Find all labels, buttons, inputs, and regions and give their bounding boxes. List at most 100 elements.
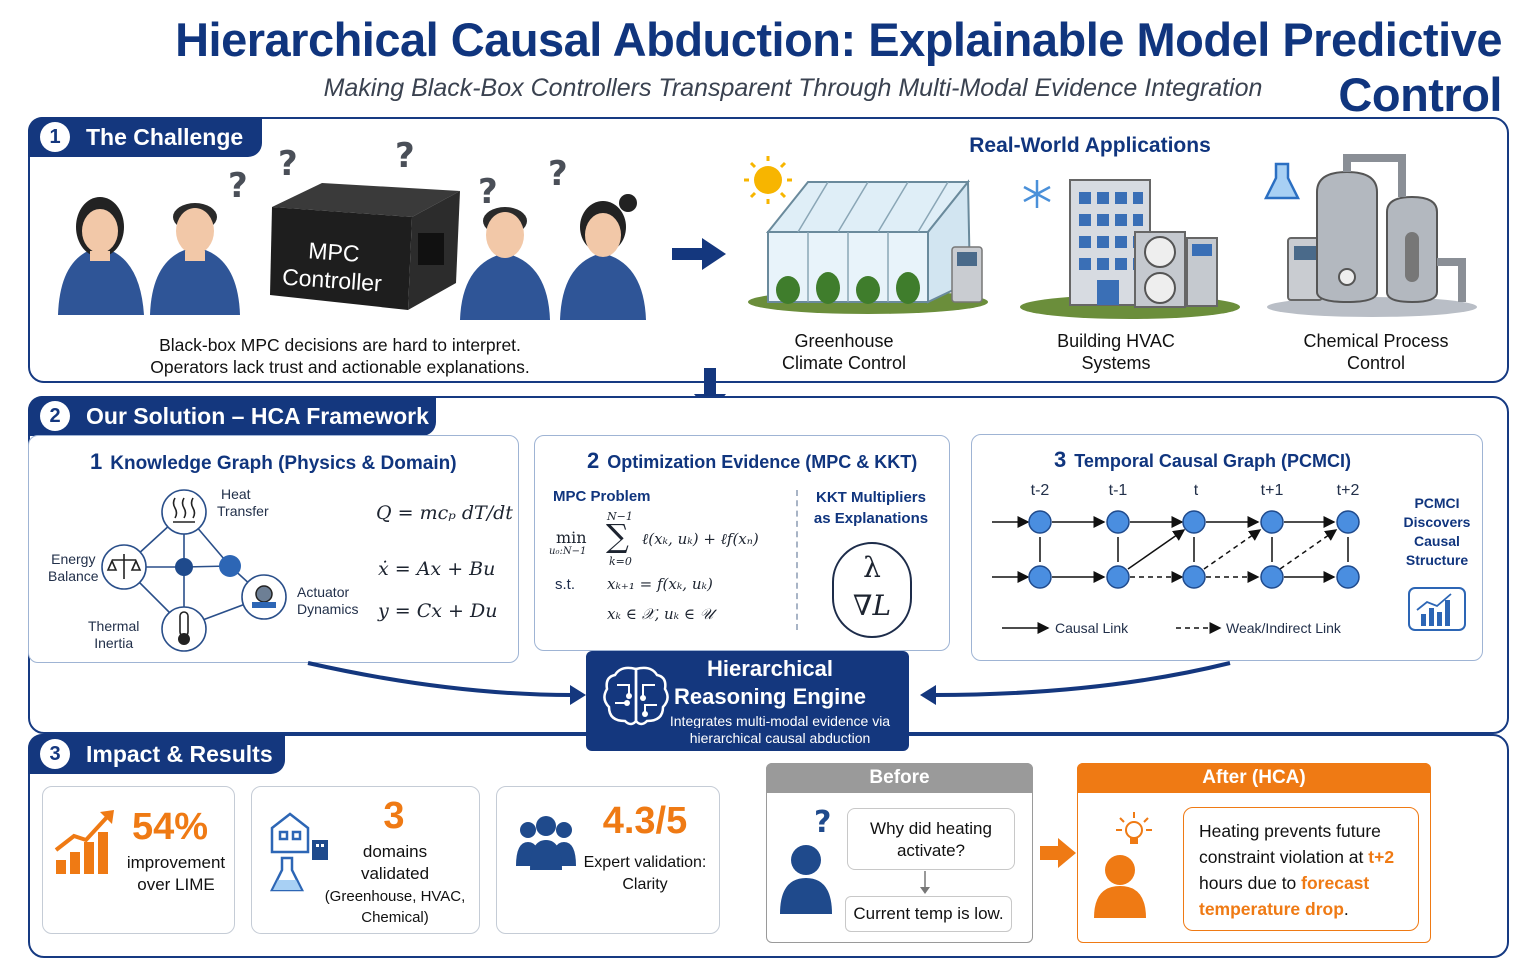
before-answer-box: Current temp is low. xyxy=(845,896,1012,932)
app-greenhouse: Greenhouse Climate Control xyxy=(754,330,934,374)
tcg-time-t-1: t-1 xyxy=(1108,482,1128,499)
challenge-tab: 1 The Challenge xyxy=(28,117,262,157)
legend-weak-link: Weak/Indirect Link xyxy=(1226,620,1341,636)
kg-node-thermal-inertia: Thermal Inertia xyxy=(88,618,139,652)
temporal-causal-graph xyxy=(992,510,1360,634)
pcmci-side-line-1: PCMCI xyxy=(1414,495,1460,511)
section-number: 1 xyxy=(40,122,70,152)
after-line-1: Heating prevents future xyxy=(1199,821,1381,841)
kg-node-energy-line-2: Balance xyxy=(48,568,99,584)
challenge-caption-line-2: Operators lack trust and actionable expl… xyxy=(150,357,530,377)
kg-number: 1 xyxy=(90,449,103,474)
kg-equation-output: y = Cx + Du xyxy=(378,600,498,622)
person-lightbulb-icon xyxy=(1094,812,1152,918)
tcg-number: 3 xyxy=(1054,447,1067,472)
mpc-sum-bottom: k=0 xyxy=(609,555,632,568)
confused-operators-illustration: ? ? ? ? ? xyxy=(58,136,646,320)
kg-equation-state: ẋ = Ax + Bu xyxy=(378,558,496,580)
tcg-heading: 3 Temporal Causal Graph (PCMCI) xyxy=(1054,447,1351,473)
metric-domains-line-1: domains xyxy=(362,842,428,861)
users-group-icon xyxy=(516,816,576,870)
metric-text-domains: domains validated xyxy=(325,841,465,885)
kg-equation-heat: Q = mcₚ dT/dt xyxy=(376,502,513,524)
app-greenhouse-line-1: Greenhouse xyxy=(794,331,894,351)
after-line-4a: temperature drop xyxy=(1199,899,1344,919)
operator-man-1 xyxy=(150,203,240,315)
engine-title: Hierarchical Reasoning Engine xyxy=(660,655,880,711)
mpc-sum-top: N−1 xyxy=(607,510,633,523)
mpc-black-box xyxy=(270,183,460,310)
arrow-right-orange-icon xyxy=(1040,838,1076,868)
after-explanation-bubble: Heating prevents future constraint viola… xyxy=(1183,807,1419,931)
mpc-min-subscript: u₀:N−1 xyxy=(549,546,587,557)
kg-node-heat-transfer: Heat Transfer xyxy=(217,486,269,520)
page-title: Hierarchical Causal Abduction: Explainab… xyxy=(175,13,1502,121)
optimization-divider xyxy=(796,490,798,630)
metric-domains-line-4: Chemical) xyxy=(361,909,429,926)
before-question-bubble: Why did heating activate? xyxy=(847,808,1015,870)
engine-description-overlap: hierarchical causal abduction xyxy=(689,730,871,746)
arrow-down-small-icon xyxy=(920,871,930,894)
tcg-title: Temporal Causal Graph (PCMCI) xyxy=(1074,451,1351,471)
section-number: 3 xyxy=(40,739,70,769)
mpc-objective: ℓ(xₖ, uₖ) + ℓf(xₙ) xyxy=(642,530,759,548)
after-line-2b: t+2 xyxy=(1368,847,1395,867)
svg-text:?: ? xyxy=(228,166,248,206)
kg-node-energy-balance: Energy Balance xyxy=(48,551,99,585)
kg-node-actuator-line-1: Actuator xyxy=(297,584,350,600)
reasoning-engine-box-overlap xyxy=(586,728,909,751)
opt-number: 2 xyxy=(587,448,600,473)
solution-tab: 2 Our Solution – HCA Framework xyxy=(28,396,436,436)
mpc-sum-symbol: ∑ xyxy=(606,517,629,555)
tcg-time-t: t xyxy=(1193,482,1199,499)
metric-expert-line-2: Clarity xyxy=(622,876,668,893)
pcmci-side-line-3: Causal xyxy=(1414,533,1460,549)
impact-tab: 3 Impact & Results xyxy=(28,734,285,774)
chemical-process-icon xyxy=(1263,154,1477,317)
mpc-subject-to: s.t. xyxy=(555,576,576,593)
pcmci-side-note: PCMCI Discovers Causal Structure xyxy=(1393,494,1481,570)
kkt-label-line-2: as Explanations xyxy=(813,510,929,527)
kg-node-thermal-line-2: Inertia xyxy=(94,635,134,651)
metric-text-improvement: improvement over LIME xyxy=(120,852,232,896)
svg-text:?: ? xyxy=(814,805,831,840)
kg-node-heat-line-1: Heat xyxy=(221,486,251,502)
metric-improvement-line-1: improvement xyxy=(126,853,226,872)
kg-node-actuator-line-2: Dynamics xyxy=(297,601,359,617)
kg-node-energy-line-1: Energy xyxy=(51,551,96,567)
engine-title-line-1: Hierarchical xyxy=(707,656,833,681)
knowledge-graph-card xyxy=(28,435,519,663)
svg-text:?: ? xyxy=(548,154,568,194)
kkt-multiplier-circle xyxy=(832,542,912,638)
app-hvac-line-2: Systems xyxy=(1081,353,1151,373)
kkt-label-line-1: KKT Multipliers xyxy=(815,489,926,506)
kg-node-thermal-line-1: Thermal xyxy=(88,618,140,634)
growth-chart-icon xyxy=(54,810,114,874)
metric-domains-line-2: validated xyxy=(360,864,430,883)
metric-value-expert: 4.3/5 xyxy=(602,800,688,842)
app-chemical: Chemical Process Control xyxy=(1276,330,1476,374)
mpc-problem-label: MPC Problem xyxy=(553,488,651,505)
metric-domains-detail: (Greenhouse, HVAC, Chemical) xyxy=(320,886,470,928)
kg-node-heat-line-2: Transfer xyxy=(217,503,269,519)
domains-icon xyxy=(269,812,328,892)
section-number: 2 xyxy=(40,401,70,431)
kkt-label: KKT Multipliers as Explanations xyxy=(806,487,936,529)
metric-domains-line-3: (Greenhouse, HVAC, xyxy=(324,888,466,905)
after-line-4b: . xyxy=(1343,899,1349,919)
solution-title: Our Solution – HCA Framework xyxy=(86,402,429,429)
temporal-causal-graph-card xyxy=(971,434,1483,661)
engine-desc-line-1: Integrates multi-modal evidence via xyxy=(669,713,891,729)
metric-improvement-line-2: over LIME xyxy=(137,875,215,894)
after-line-3b: forecast xyxy=(1301,873,1370,893)
pcmci-side-line-4: Structure xyxy=(1405,552,1469,568)
metric-value-domains: 3 xyxy=(383,795,405,837)
after-line-2a: constraint violation at xyxy=(1199,847,1369,867)
tcg-time-t+1: t+1 xyxy=(1260,482,1284,499)
before-question-line-2: activate? xyxy=(896,841,966,860)
app-hvac: Building HVAC Systems xyxy=(1026,330,1206,374)
challenge-caption-line-1: Black-box MPC decisions are hard to inte… xyxy=(159,335,521,355)
svg-text:?: ? xyxy=(395,136,415,176)
